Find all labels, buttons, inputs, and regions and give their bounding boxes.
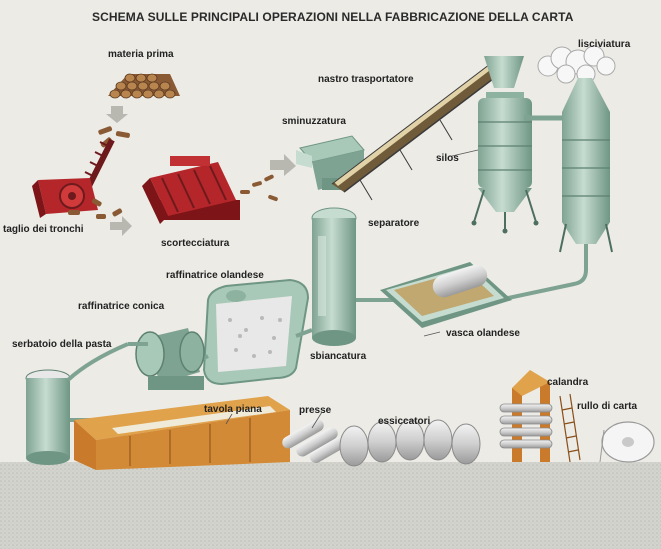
paper-roll — [599, 421, 655, 463]
label-serbatoio-della-pasta: serbatoio della pasta — [12, 339, 112, 350]
label-separatore: separatore — [368, 218, 420, 229]
debarked-logs — [240, 174, 278, 202]
bottom-texture-band — [0, 462, 661, 549]
silo-tank — [471, 56, 539, 234]
label-calandra: calandra — [547, 377, 589, 388]
calender-machine — [499, 370, 581, 463]
log-cutting-machine — [32, 138, 115, 218]
chipper-machine — [296, 135, 365, 190]
conical-refiner — [128, 328, 205, 390]
digester-tank — [559, 78, 613, 253]
label-vasca-olandese: vasca olandese — [446, 328, 520, 339]
label-raffinatrice-conica: raffinatrice conica — [78, 301, 165, 312]
label-tavola-piana: tavola piana — [204, 404, 262, 415]
leader-lines — [225, 149, 479, 429]
label-presse: presse — [299, 405, 332, 416]
arrow-down-icon — [106, 106, 128, 123]
label-rullo-di-carta: rullo di carta — [577, 401, 637, 412]
hollander-refiner — [202, 278, 310, 386]
label-taglio-dei-tronchi: taglio dei tronchi — [3, 224, 84, 235]
label-raffinatrice-olandese: raffinatrice olandese — [166, 270, 264, 281]
diagram-title: SCHEMA SULLE PRINCIPALI OPERAZIONI NELLA… — [92, 10, 574, 24]
cut-logs — [68, 198, 123, 219]
drying-cylinders — [339, 419, 481, 467]
pipe-digester-vat — [507, 244, 588, 300]
pipe-refiner-tower — [295, 328, 313, 338]
hollander-vat — [380, 262, 512, 328]
label-sminuzzatura: sminuzzatura — [282, 116, 346, 127]
label-sbiancatura: sbiancatura — [310, 351, 367, 362]
debarking-drum — [142, 156, 240, 224]
labels: materia prima nastro trasportatore lisci… — [3, 39, 637, 427]
conveyor-belt — [331, 57, 511, 201]
label-materia-prima: materia prima — [108, 49, 174, 60]
press-rolls — [282, 419, 347, 463]
raw-material-log-pile — [108, 73, 180, 99]
label-lisciviatura: lisciviatura — [578, 39, 631, 50]
separator-bleaching-tower — [311, 207, 357, 346]
pulp-tank — [25, 342, 129, 465]
arrow-right-icon — [110, 216, 132, 236]
label-essiccatori: essiccatori — [378, 416, 430, 427]
label-silos: silos — [436, 153, 459, 164]
fourdrinier-table — [74, 396, 290, 470]
label-scortecciatura: scortecciatura — [161, 238, 230, 249]
arrow-right-icon-2 — [270, 154, 296, 176]
label-nastro-trasportatore: nastro trasportatore — [318, 74, 414, 85]
